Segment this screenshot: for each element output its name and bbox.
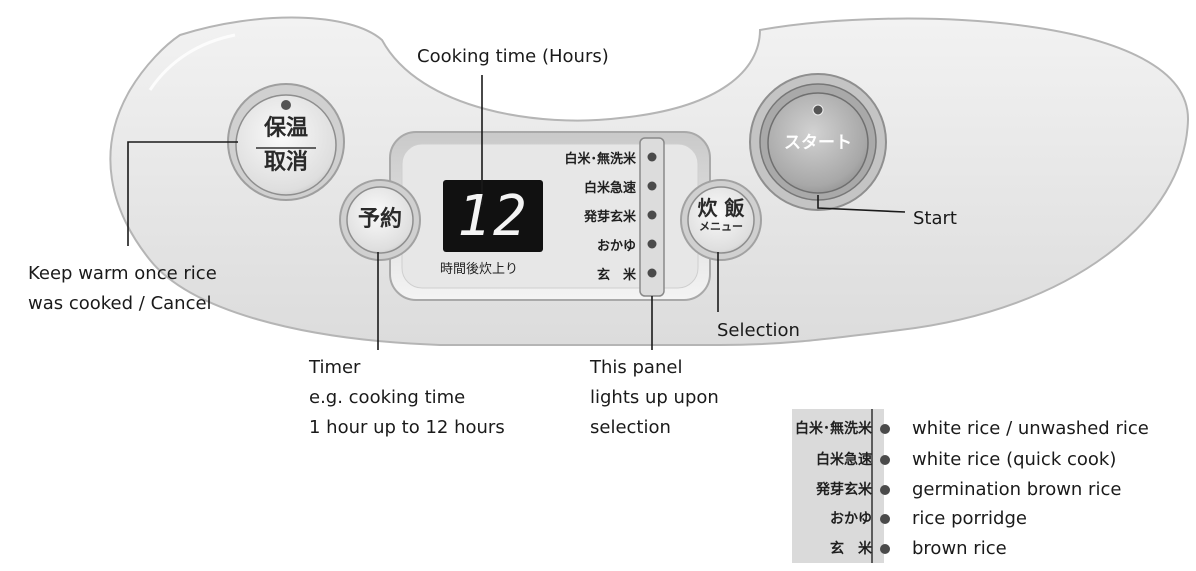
leader-line-start: [817, 195, 906, 213]
indicator-led: [647, 210, 657, 220]
menu-button-shape: [687, 186, 755, 254]
legend-en: germination brown rice: [912, 479, 1122, 500]
legend-dot: [880, 514, 890, 524]
keep-warm-label: 保温: [263, 116, 308, 141]
legend-jp: 発芽玄米: [816, 482, 872, 498]
legend-en: brown rice: [912, 538, 1007, 559]
panel-lights-annotation: This panel lights up upon selection: [590, 353, 719, 443]
timer-annotation-line: 1 hour up to 12 hours: [309, 417, 505, 438]
indicator-led: [647, 268, 657, 278]
cooking-time-annotation: Cooking time (Hours): [417, 46, 609, 67]
start-label: スタート: [784, 133, 852, 153]
start-annotation: Start: [913, 208, 957, 229]
keep-warm-annotation-line: was cooked / Cancel: [28, 293, 212, 314]
menu-item-2: 白米急速: [583, 181, 636, 196]
panel-lights-annotation-line: selection: [590, 417, 671, 438]
menu-button[interactable]: 炊 飯 メニュー: [687, 196, 755, 234]
legend-jp: 白米･無洗米: [795, 421, 872, 437]
timer-annotation-line: e.g. cooking time: [309, 387, 466, 408]
legend-row: 白米･無洗米 white rice / unwashed rice: [792, 414, 1192, 444]
display-caption: 時間後炊上り: [440, 262, 519, 277]
menu-item-4: おかゆ: [596, 239, 636, 254]
leader-line-keep-warm: [127, 141, 238, 246]
legend-dot: [880, 455, 890, 465]
legend-jp: 玄 米: [830, 541, 872, 557]
panel-lights-annotation-line: This panel: [590, 357, 683, 378]
menu-sublabel: メニュー: [699, 220, 743, 233]
legend-row: 玄 米 brown rice: [792, 534, 1192, 564]
legend-row: おかゆ rice porridge: [792, 504, 1192, 534]
keep-warm-annotation-line: Keep warm once rice: [28, 263, 217, 284]
legend-dot: [880, 424, 890, 434]
legend-en: white rice / unwashed rice: [912, 418, 1149, 439]
legend-en: rice porridge: [912, 508, 1027, 529]
timer-annotation: Timer e.g. cooking time 1 hour up to 12 …: [309, 353, 505, 443]
legend-row: 白米急速 white rice (quick cook): [792, 445, 1192, 475]
menu-item-3: 発芽玄米: [583, 210, 636, 225]
indicator-led: [647, 239, 657, 249]
display-digits: 12: [457, 184, 529, 249]
legend-jp: おかゆ: [830, 511, 872, 527]
menu-label: 炊 飯: [697, 196, 745, 220]
keep-warm-led: [281, 100, 291, 110]
indicator-led: [647, 181, 657, 191]
timer-annotation-line: Timer: [309, 357, 361, 378]
legend-dot: [880, 544, 890, 554]
start-button-shape: [767, 92, 869, 194]
legend-row: 発芽玄米 germination brown rice: [792, 475, 1192, 505]
panel-lights-annotation-line: lights up upon: [590, 387, 719, 408]
menu-legend: 白米･無洗米 white rice / unwashed rice 白米急速 w…: [792, 408, 1192, 564]
menu-item-1: 白米･無洗米: [564, 152, 636, 167]
legend-dot: [880, 485, 890, 495]
legend-jp: 白米急速: [816, 452, 872, 468]
keep-warm-button-shape: [235, 94, 337, 196]
timer-button[interactable]: 予約: [346, 205, 414, 235]
digital-display: [443, 180, 543, 252]
timer-label: 予約: [357, 207, 402, 232]
menu-item-5: 玄 米: [596, 268, 636, 283]
legend-en: white rice (quick cook): [912, 449, 1117, 470]
legend-strip: [792, 409, 884, 563]
start-led: [812, 104, 824, 116]
selection-annotation: Selection: [717, 320, 800, 341]
cancel-label: 取消: [263, 150, 308, 175]
keep-warm-button[interactable]: 保温 取消: [246, 114, 326, 178]
timer-button-shape: [346, 186, 414, 254]
start-button[interactable]: スタート: [768, 130, 868, 156]
indicator-led: [647, 152, 657, 162]
keep-warm-annotation: Keep warm once rice was cooked / Cancel: [28, 259, 217, 319]
